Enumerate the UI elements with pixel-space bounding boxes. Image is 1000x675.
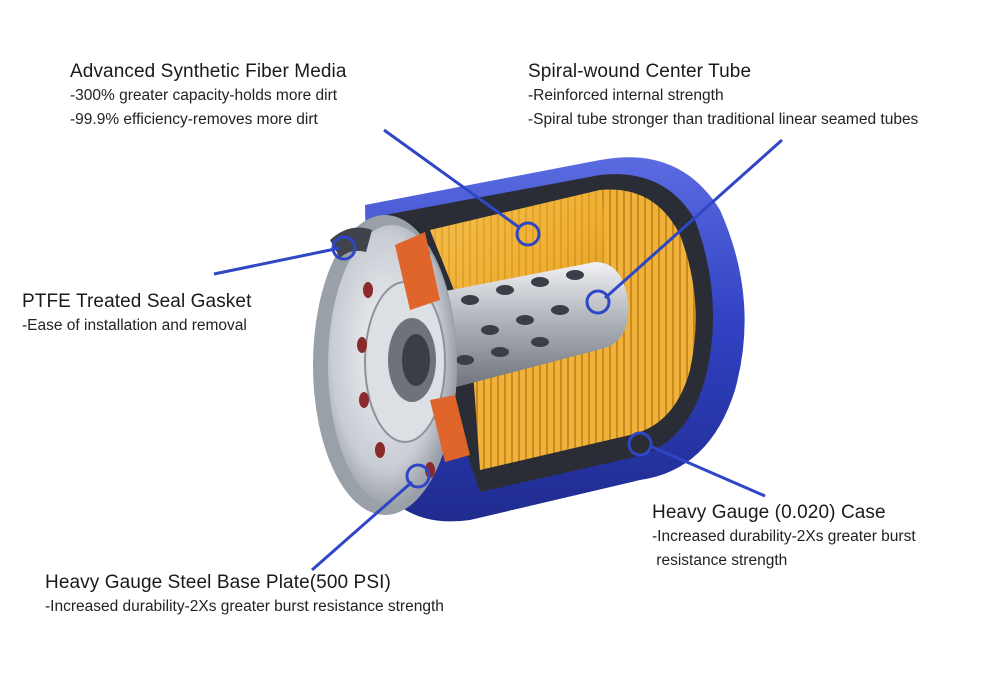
marker-fiber-media bbox=[515, 221, 541, 247]
plate-holes bbox=[357, 247, 435, 478]
callout-title: Heavy Gauge (0.020) Case bbox=[652, 502, 886, 523]
callout-line: resistance strength bbox=[652, 552, 788, 569]
callout-title: Spiral-wound Center Tube bbox=[528, 61, 752, 82]
callout-line: -Reinforced internal strength bbox=[528, 87, 724, 104]
callout-base-plate: Heavy Gauge Steel Base Plate(500 PSI) -I… bbox=[45, 571, 444, 619]
callout-seal-gasket: PTFE Treated Seal Gasket -Ease of instal… bbox=[22, 290, 251, 338]
callout-line: -99.9% efficiency-removes more dirt bbox=[70, 111, 318, 128]
callout-title: Heavy Gauge Steel Base Plate(500 PSI) bbox=[45, 572, 391, 593]
callout-title: PTFE Treated Seal Gasket bbox=[22, 291, 252, 312]
seal-gasket bbox=[330, 227, 372, 258]
callout-markers bbox=[331, 221, 653, 489]
leader-center-tube bbox=[604, 138, 783, 300]
callout-line: -Spiral tube stronger than traditional l… bbox=[528, 111, 919, 128]
callout-line: -300% greater capacity-holds more dirt bbox=[70, 87, 338, 104]
callout-center-tube: Spiral-wound Center Tube -Reinforced int… bbox=[528, 60, 918, 132]
callout-line: -Ease of installation and removal bbox=[22, 317, 247, 334]
callout-line: -Increased durability-2Xs greater burst bbox=[652, 528, 916, 545]
anti-drain-valve-lower bbox=[430, 395, 470, 462]
leader-lines bbox=[213, 128, 783, 572]
marker-seal-gasket bbox=[331, 235, 357, 261]
marker-base-plate bbox=[405, 463, 431, 489]
leader-seal-gasket bbox=[213, 246, 341, 276]
leader-fiber-media bbox=[383, 128, 521, 230]
tube-perforations bbox=[456, 270, 584, 365]
leader-base-plate bbox=[311, 480, 413, 572]
callout-title: Advanced Synthetic Fiber Media bbox=[70, 61, 347, 82]
marker-case bbox=[627, 431, 653, 457]
thread-core bbox=[402, 334, 430, 386]
callout-line: -Increased durability-2Xs greater burst … bbox=[45, 598, 444, 615]
leader-case bbox=[649, 444, 766, 498]
callout-fiber-media: Advanced Synthetic Fiber Media -300% gre… bbox=[70, 60, 347, 132]
callout-case: Heavy Gauge (0.020) Case -Increased dura… bbox=[652, 501, 916, 573]
marker-center-tube bbox=[585, 289, 611, 315]
anti-drain-valve bbox=[395, 232, 440, 310]
